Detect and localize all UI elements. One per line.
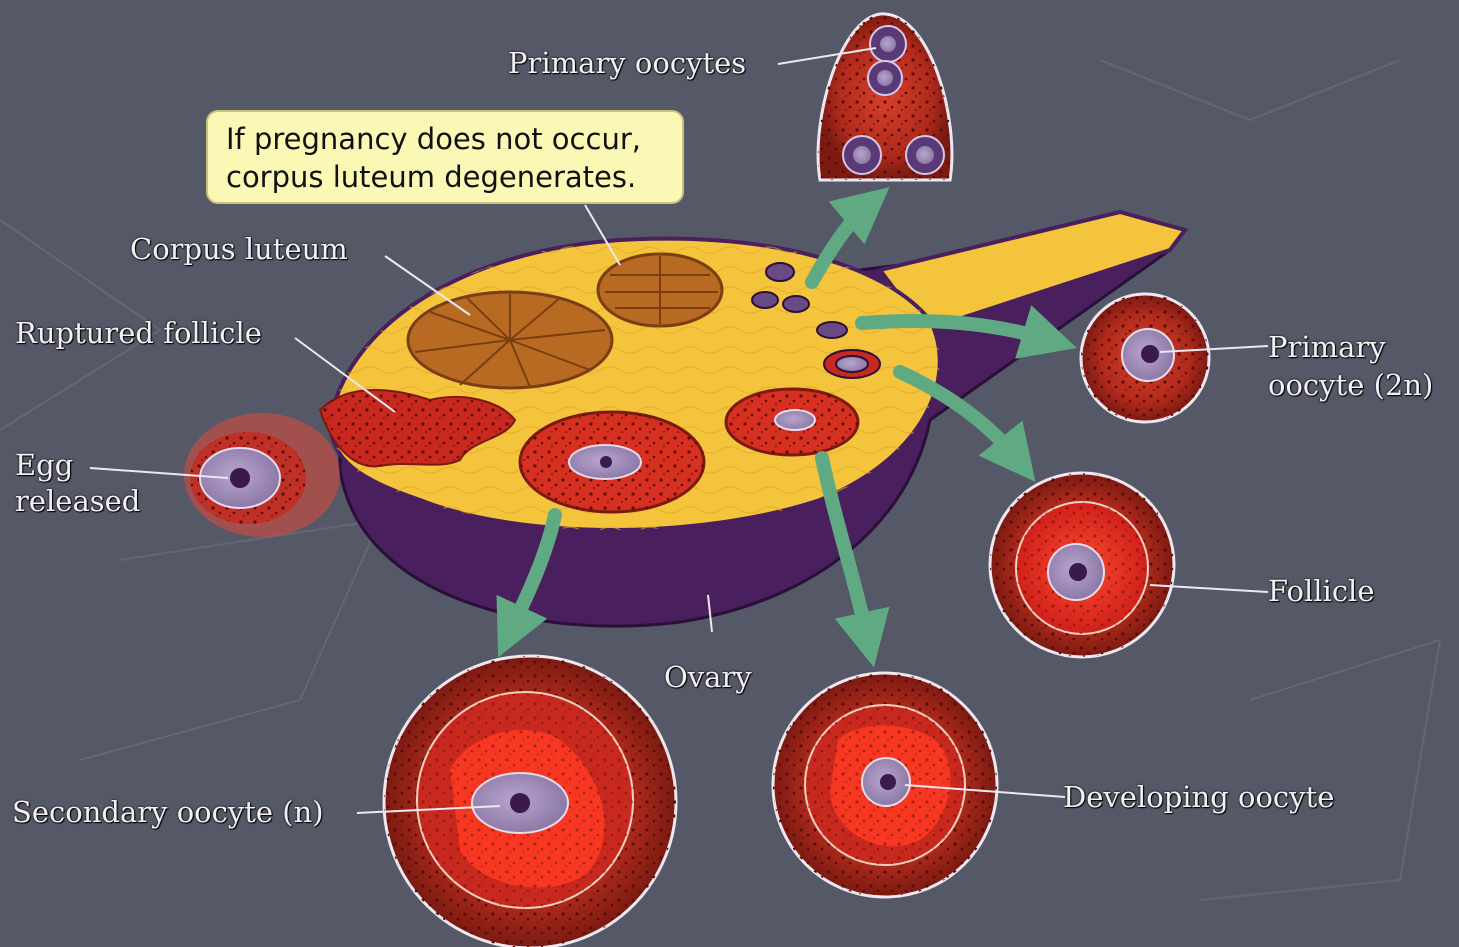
label-primary-oocyte-2n-line1: Primary bbox=[1268, 330, 1386, 364]
label-primary-oocytes: Primary oocytes bbox=[508, 46, 746, 80]
callout-box: If pregnancy does not occur, corpus lute… bbox=[206, 110, 684, 204]
developing-oocyte-follicle bbox=[773, 673, 997, 897]
label-developing-oocyte: Developing oocyte bbox=[1063, 780, 1334, 814]
label-primary-oocyte-2n-line2: oocyte (2n) bbox=[1268, 368, 1433, 402]
primary-oocytes-cluster bbox=[818, 14, 952, 180]
ovary-follicle-medium bbox=[726, 389, 858, 455]
label-follicle: Follicle bbox=[1268, 574, 1375, 608]
label-ovary: Ovary bbox=[664, 660, 752, 694]
label-corpus-luteum: Corpus luteum bbox=[130, 232, 348, 266]
ovary-follicle-large bbox=[520, 412, 704, 512]
label-egg-released-line1: Egg bbox=[15, 448, 73, 482]
corpus-luteum-large bbox=[408, 292, 612, 388]
corpus-luteum-degenerating bbox=[598, 254, 722, 326]
egg-released bbox=[184, 413, 340, 537]
callout-line-2: corpus luteum degenerates. bbox=[226, 158, 664, 196]
label-ruptured-follicle: Ruptured follicle bbox=[15, 316, 262, 350]
primary-oocyte-2n-follicle bbox=[1081, 294, 1209, 422]
label-egg-released-line2: released bbox=[15, 484, 140, 518]
follicle-stage-right bbox=[990, 473, 1174, 657]
callout-line-1: If pregnancy does not occur, bbox=[226, 120, 664, 158]
secondary-oocyte-follicle bbox=[384, 656, 676, 947]
label-secondary-oocyte: Secondary oocyte (n) bbox=[12, 795, 324, 829]
